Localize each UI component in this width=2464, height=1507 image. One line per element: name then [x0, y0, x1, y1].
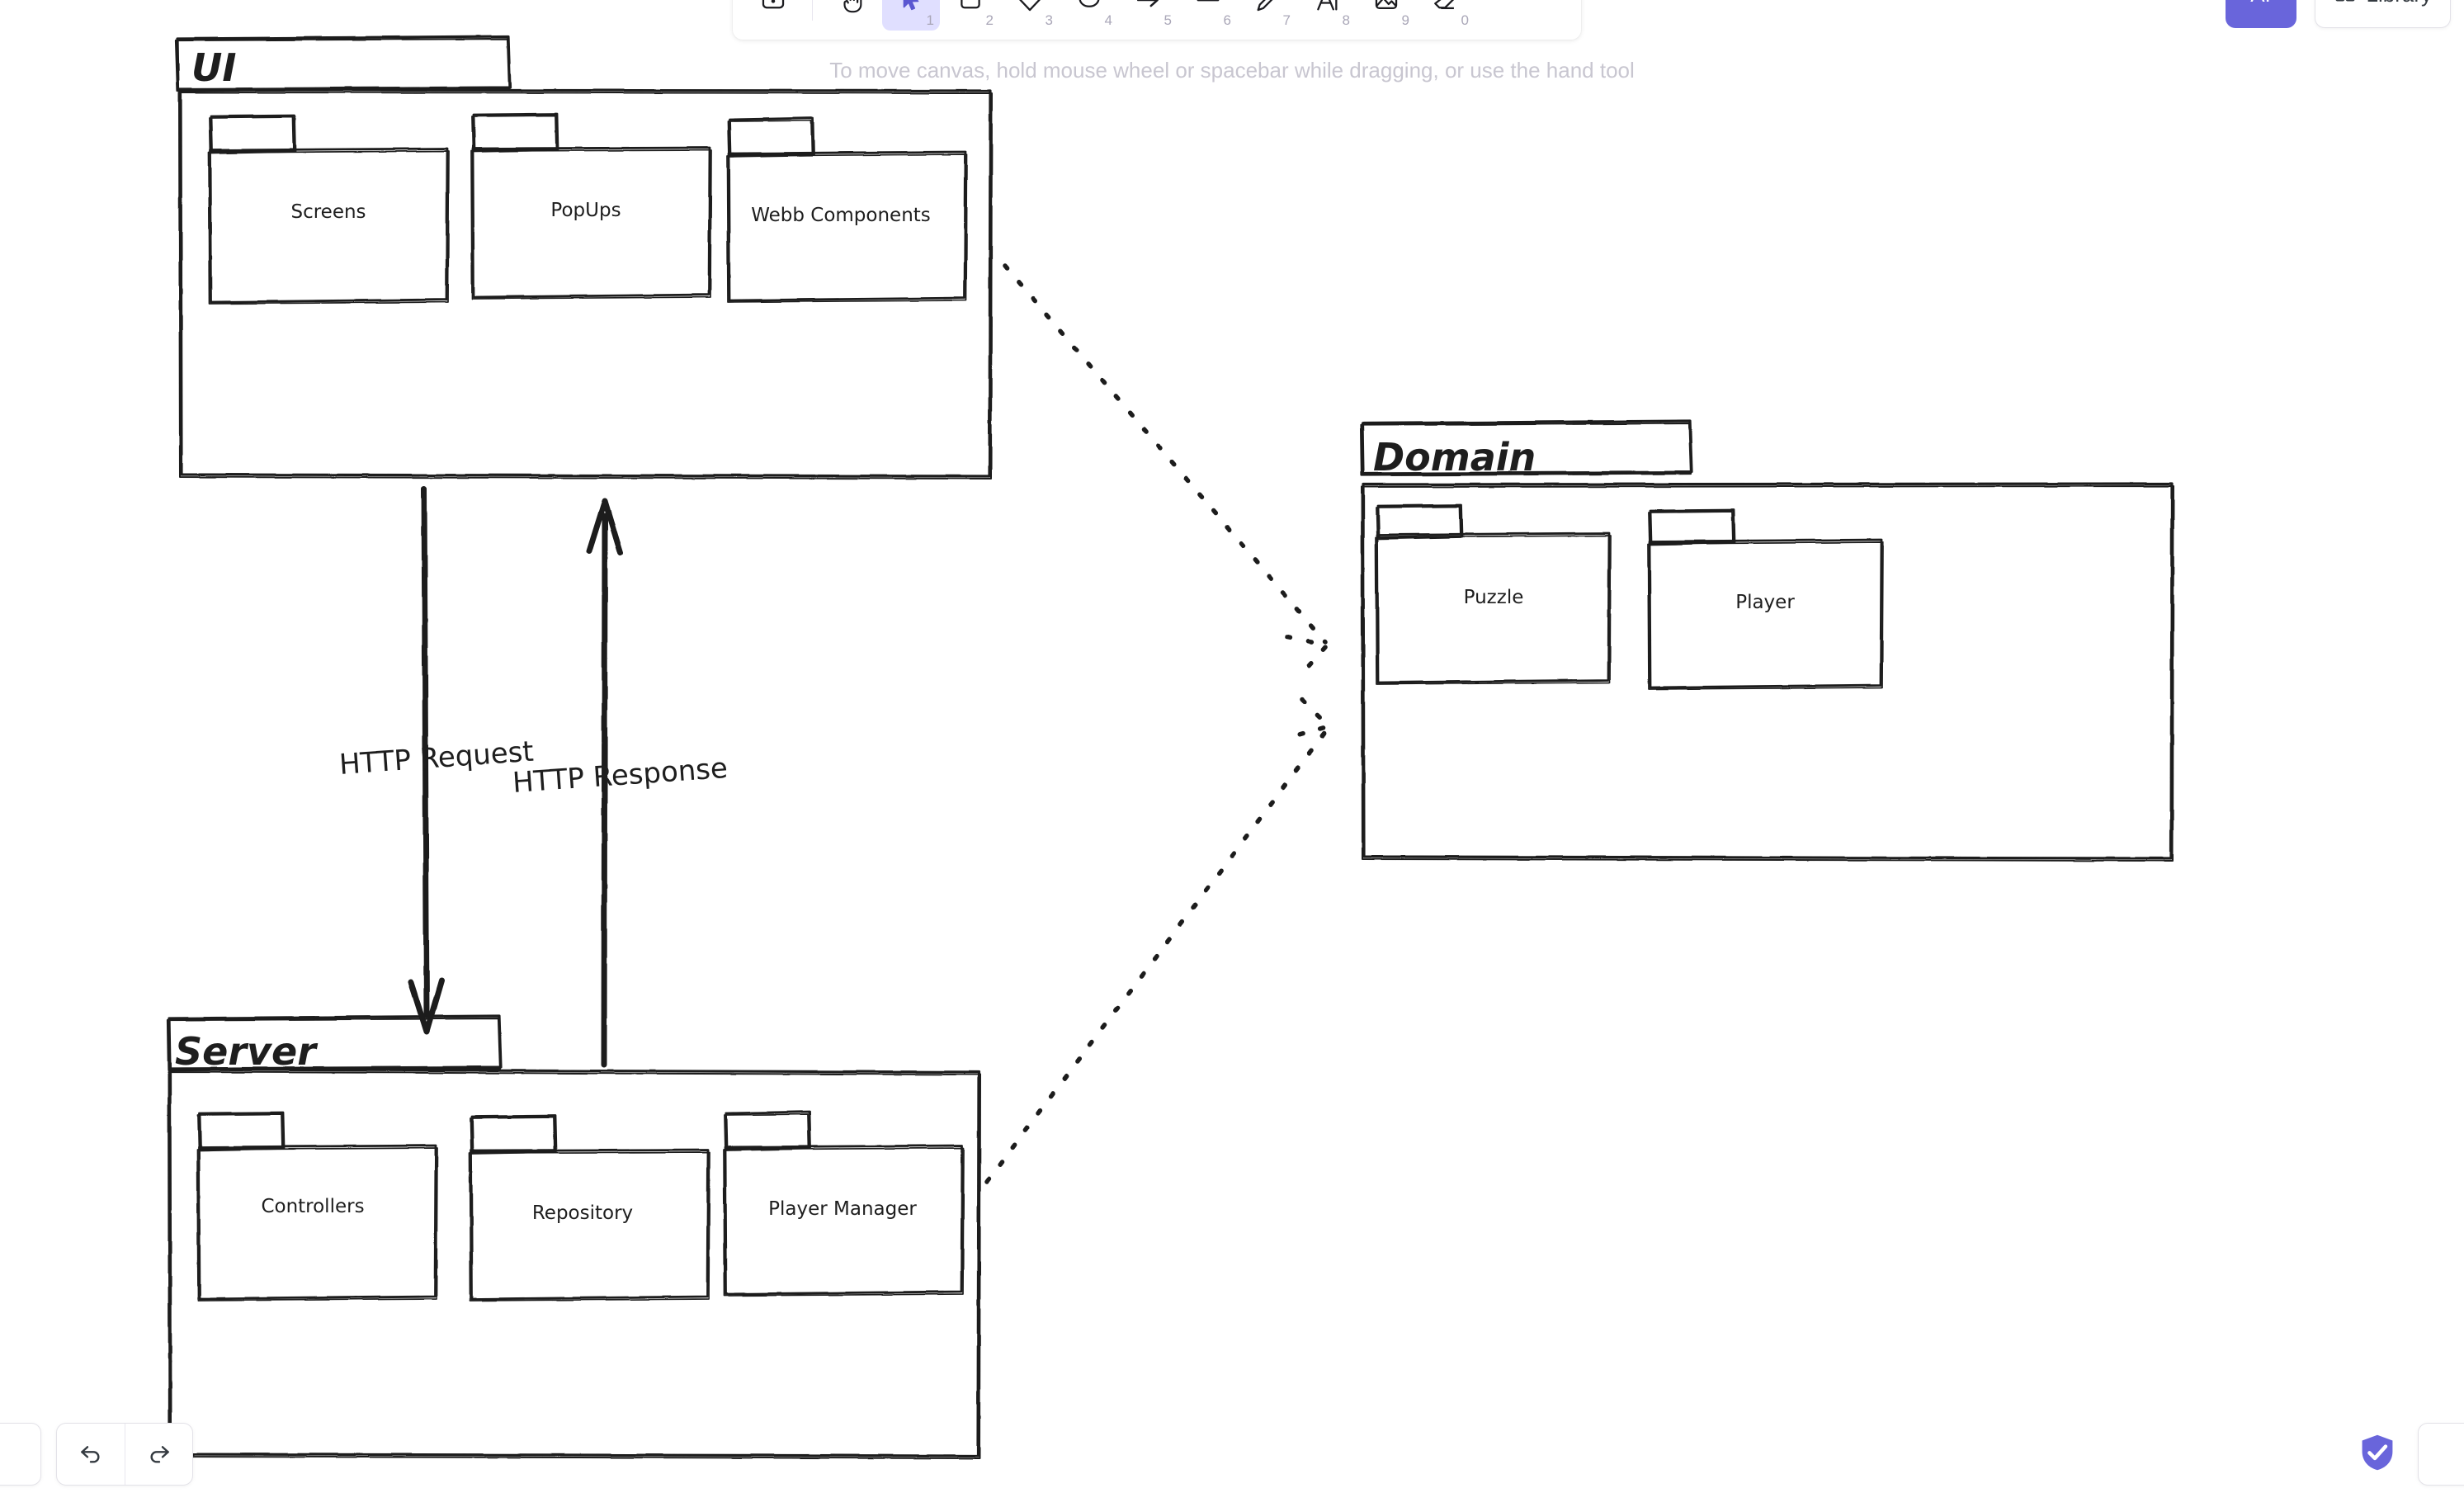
tool-island: 1 2 3 4: [733, 0, 1581, 40]
tool-key-arrow: 5: [1164, 12, 1172, 28]
tool-key-line: 6: [1223, 12, 1231, 28]
folder-player: [1647, 508, 1884, 690]
tool-key-draw: 7: [1282, 12, 1291, 28]
selection-icon: [897, 0, 925, 18]
undo-icon: [78, 1439, 104, 1470]
label-repository: Repository: [532, 1202, 633, 1224]
shield-check-icon: [2356, 1431, 2399, 1478]
eraser-icon: [1432, 0, 1460, 18]
folder-controllers: [196, 1111, 438, 1302]
ellipse-icon: [1075, 0, 1103, 18]
library-button[interactable]: Library: [2314, 0, 2451, 28]
folder-popups: [470, 112, 712, 300]
verified-shield-button[interactable]: [2355, 1432, 2400, 1476]
label-domain: Domain: [1373, 435, 1536, 480]
hand-icon: [838, 0, 866, 18]
zoom-island: [0, 1423, 41, 1486]
corner-panel[interactable]: [2418, 1423, 2464, 1486]
tool-key-eraser: 0: [1461, 12, 1469, 28]
package-server: [166, 1014, 981, 1459]
tool-key-ellipse: 4: [1104, 12, 1112, 28]
hand-tool-button[interactable]: [823, 0, 880, 31]
redo-icon: [146, 1439, 172, 1470]
label-screens: Screens: [290, 201, 366, 223]
undo-button[interactable]: [57, 1424, 125, 1485]
tool-key-selection: 1: [926, 12, 934, 28]
label-server: Server: [175, 1029, 319, 1074]
connector-http-response: [586, 498, 624, 1068]
tool-key-rectangle: 2: [985, 12, 994, 28]
library-button-label: Library: [2367, 0, 2432, 7]
selection-tool-button[interactable]: 1: [882, 0, 940, 31]
ellipse-tool-button[interactable]: 4: [1060, 0, 1118, 31]
label-http-response: HTTP Response: [512, 752, 729, 800]
redo-button[interactable]: [125, 1424, 192, 1485]
folder-webb-components: [726, 116, 968, 303]
top-right-controls: AI Library: [2225, 0, 2451, 28]
draw-tool-button[interactable]: 7: [1239, 0, 1296, 31]
toolbar-divider: [812, 0, 813, 21]
diamond-tool-button[interactable]: 3: [1001, 0, 1059, 31]
diamond-icon: [1016, 0, 1044, 18]
zoom-out-button[interactable]: [0, 1424, 40, 1485]
line-icon: [1194, 0, 1222, 18]
rectangle-icon: [956, 0, 984, 18]
line-tool-button[interactable]: 6: [1179, 0, 1237, 31]
tool-key-text: 8: [1342, 12, 1350, 28]
connector-ui-to-domain: [1003, 263, 1329, 676]
label-http-request: HTTP Request: [338, 735, 535, 782]
bottom-left-controls: [0, 1423, 193, 1486]
package-ui: [174, 35, 993, 480]
connector-http-request: [408, 485, 445, 1035]
tool-key-image: 9: [1401, 12, 1409, 28]
package-domain: [1359, 419, 2174, 862]
tool-key-diamond: 3: [1045, 12, 1053, 28]
label-popups: PopUps: [550, 200, 621, 221]
bottom-right-controls: [2355, 1423, 2464, 1486]
lock-icon-button[interactable]: [744, 0, 802, 31]
history-island: [56, 1423, 193, 1486]
folder-repository: [469, 1114, 710, 1302]
folder-puzzle: [1375, 503, 1612, 685]
connector-server-to-domain: [984, 697, 1331, 1184]
label-webb-components: Webb Components: [751, 205, 931, 226]
label-ui: UI: [191, 45, 236, 90]
image-tool-button[interactable]: 9: [1357, 0, 1415, 31]
diagram-text-labels: UI Server Domain Screens PopUps Webb Com…: [175, 45, 1795, 1224]
label-controllers: Controllers: [261, 1196, 364, 1217]
label-player-manager: Player Manager: [768, 1198, 917, 1220]
text-tool-button[interactable]: 8: [1298, 0, 1356, 31]
library-icon: [2334, 0, 2357, 9]
pencil-icon: [1253, 0, 1282, 18]
ai-button[interactable]: AI: [2225, 0, 2296, 28]
folder-screens: [208, 114, 450, 305]
arrow-tool-button[interactable]: 5: [1120, 0, 1178, 31]
lock-icon: [759, 0, 787, 18]
label-player: Player: [1735, 592, 1795, 613]
folder-player-manager: [723, 1110, 965, 1297]
image-icon: [1372, 0, 1400, 18]
rectangle-tool-button[interactable]: 2: [942, 0, 999, 31]
eraser-tool-button[interactable]: 0: [1417, 0, 1475, 31]
text-icon: [1313, 0, 1341, 18]
arrow-icon: [1135, 0, 1163, 18]
label-puzzle: Puzzle: [1464, 587, 1524, 608]
